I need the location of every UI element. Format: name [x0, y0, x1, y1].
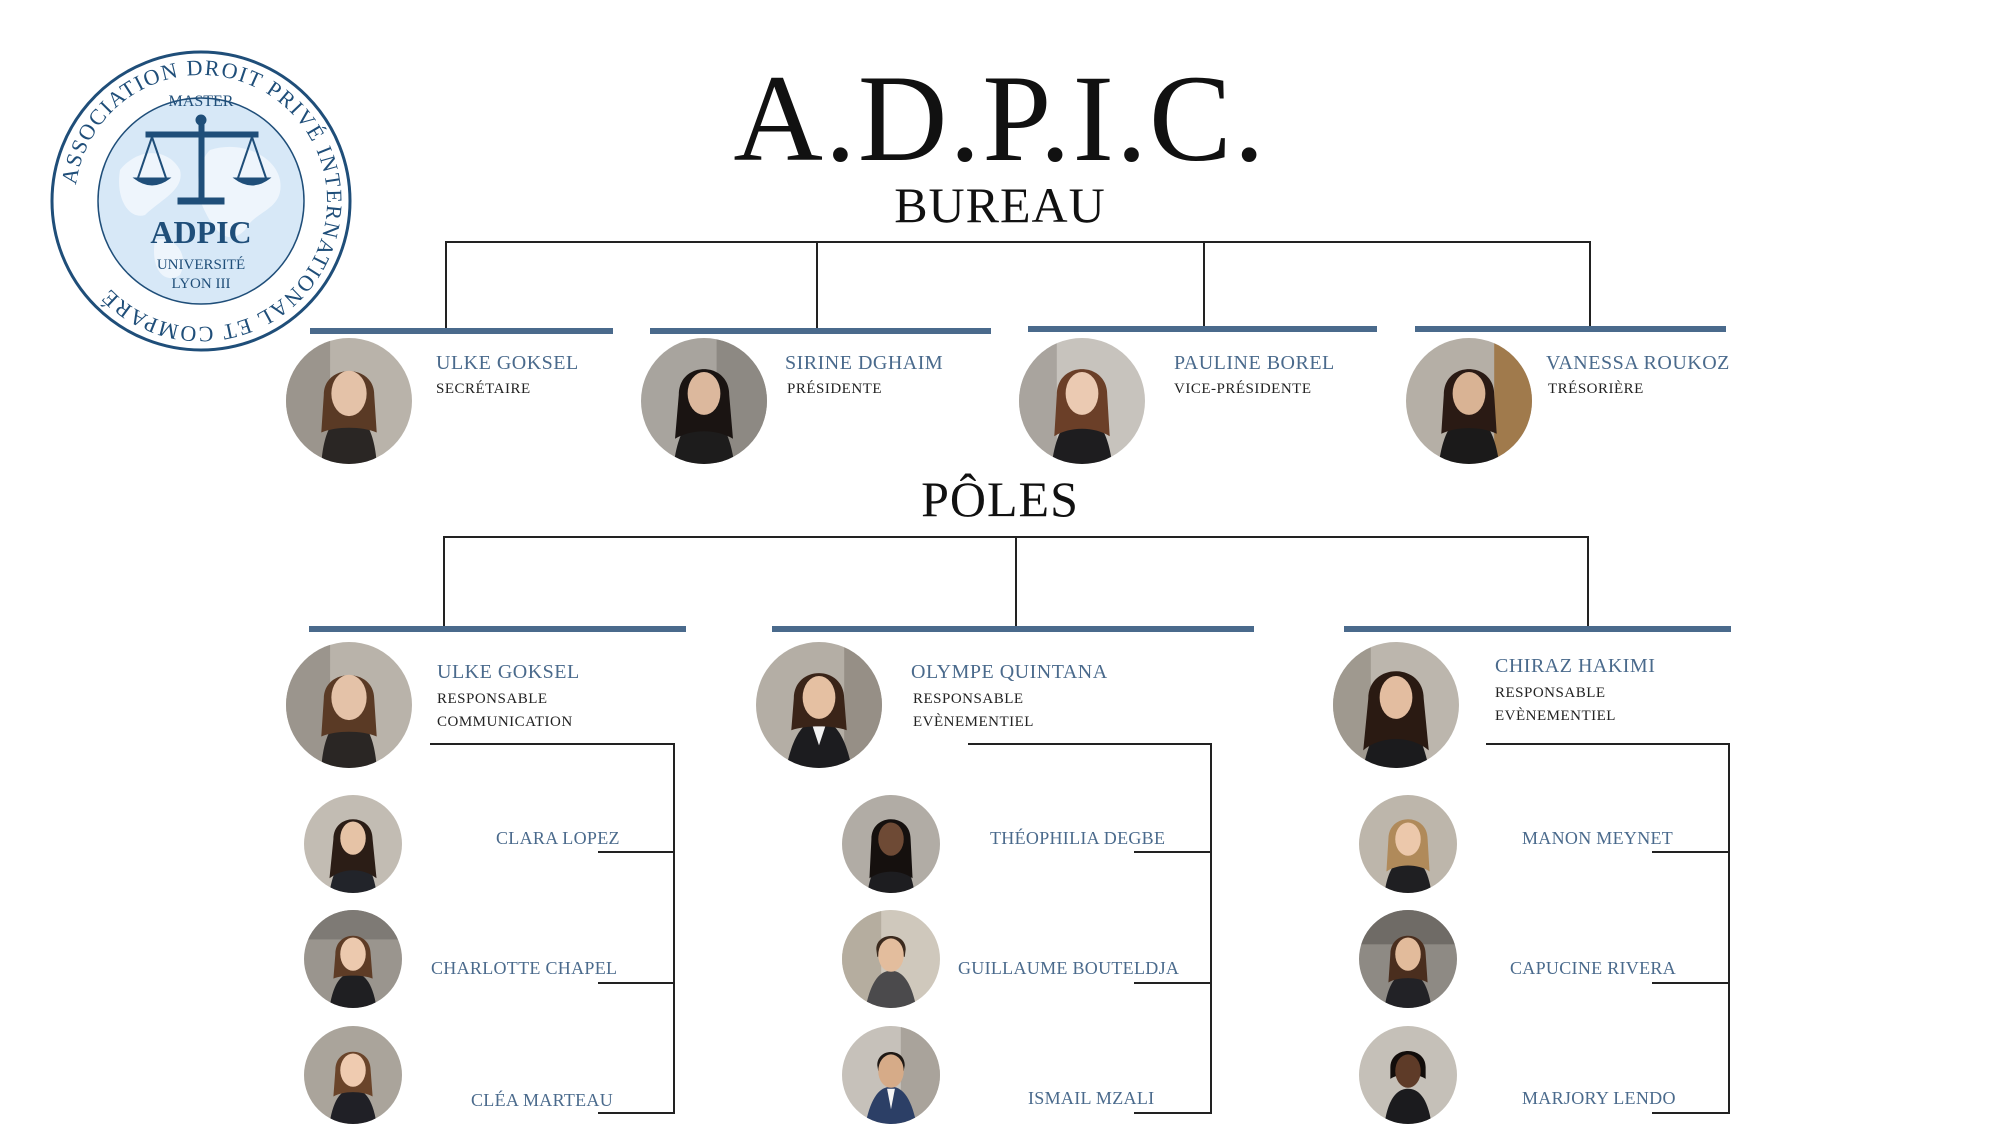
pole-bar-2: [772, 626, 1254, 632]
member-connector: [1134, 1112, 1212, 1114]
avatar: [1359, 910, 1457, 1008]
pole-member-name: CAPUCINE RIVERA: [1510, 958, 1677, 978]
avatar: [842, 1026, 940, 1124]
pole-member-name: CHARLOTTE CHAPEL: [431, 958, 618, 978]
avatar: [286, 338, 412, 464]
pole-3-trunk: [1728, 743, 1730, 1113]
bureau-member-role: SECRÉTAIRE: [436, 381, 531, 397]
avatar: [756, 642, 882, 768]
pole-lead-name: CHIRAZ HAKIMI: [1495, 655, 1656, 677]
avatar: [1359, 795, 1457, 893]
avatar: [1406, 338, 1532, 464]
pole-bar-1: [309, 626, 686, 632]
pole-lead-name: ULKE GOKSEL: [437, 661, 580, 683]
avatar: [641, 338, 767, 464]
avatar: [1359, 1026, 1457, 1124]
pole-member-name: CLARA LOPEZ: [496, 828, 620, 848]
bureau-member-role: PRÉSIDENTE: [787, 381, 882, 397]
bureau-bar-4: [1415, 326, 1726, 332]
member-connector: [598, 982, 675, 984]
bureau-member-name: SIRINE DGHAIM: [785, 352, 944, 374]
adpic-logo: ASSOCIATION DROIT PRIVÉ INTERNATIONAL ET…: [50, 50, 352, 352]
member-connector: [1652, 982, 1730, 984]
bureau-bar-3: [1028, 326, 1377, 332]
pole-lead-name: OLYMPE QUINTANA: [911, 661, 1108, 683]
pole-2-branch: [968, 743, 1212, 745]
avatar: [1333, 642, 1459, 768]
pole-member-name: GUILLAUME BOUTELDJA: [958, 958, 1180, 978]
logo-line1: UNIVERSITÉ: [157, 256, 245, 273]
logo-master-text: MASTER: [169, 93, 234, 110]
avatar: [304, 1026, 402, 1124]
pole-2-trunk: [1210, 743, 1212, 1113]
avatar: [304, 910, 402, 1008]
avatar: [1019, 338, 1145, 464]
member-connector: [598, 851, 675, 853]
bureau-member-role: VICE-PRÉSIDENTE: [1174, 381, 1312, 397]
avatar: [286, 642, 412, 768]
bureau-connector: [445, 241, 1591, 243]
poles-connector-3: [1587, 536, 1589, 626]
bureau-heading: BUREAU: [894, 177, 1106, 233]
pole-1-branch: [430, 743, 674, 745]
bureau-connector-3: [1203, 241, 1205, 329]
poles-connector-1: [443, 536, 445, 626]
bureau-member-role: TRÉSORIÈRE: [1548, 381, 1644, 397]
bureau-member-name: VANESSA ROUKOZ: [1546, 352, 1730, 374]
logo-line2: LYON III: [172, 276, 231, 292]
member-connector: [1134, 851, 1212, 853]
member-connector: [1134, 982, 1212, 984]
logo-name: ADPIC: [150, 214, 251, 250]
avatar: [304, 795, 402, 893]
pole-bar-3: [1344, 626, 1731, 632]
bureau-connector-2: [816, 241, 818, 329]
pole-1-trunk: [673, 743, 675, 1113]
member-connector: [1652, 1112, 1730, 1114]
bureau-bar-2: [650, 328, 991, 334]
bureau-member-name: PAULINE BOREL: [1174, 352, 1335, 374]
pole-member-name: ISMAIL MZALI: [1028, 1088, 1155, 1108]
pole-member-name: MANON MEYNET: [1522, 828, 1674, 848]
pole-member-name: CLÉA MARTEAU: [471, 1090, 614, 1110]
avatar: [842, 910, 940, 1008]
poles-heading: PÔLES: [921, 471, 1079, 527]
poles-connector-2: [1015, 536, 1017, 626]
pole-member-name: THÉOPHILIA DEGBE: [990, 828, 1166, 848]
bureau-bar-1: [310, 328, 613, 334]
member-connector: [1652, 851, 1730, 853]
scales-of-justice-icon: [132, 114, 272, 205]
page-title: A.D.P.I.C.: [733, 50, 1267, 187]
pole-member-name: MARJORY LENDO: [1522, 1088, 1676, 1108]
pole-3-branch: [1486, 743, 1730, 745]
bureau-connector-1: [445, 241, 447, 329]
avatar: [842, 795, 940, 893]
bureau-connector-4: [1589, 241, 1591, 329]
bureau-member-name: ULKE GOKSEL: [436, 352, 579, 374]
member-connector: [598, 1112, 675, 1114]
